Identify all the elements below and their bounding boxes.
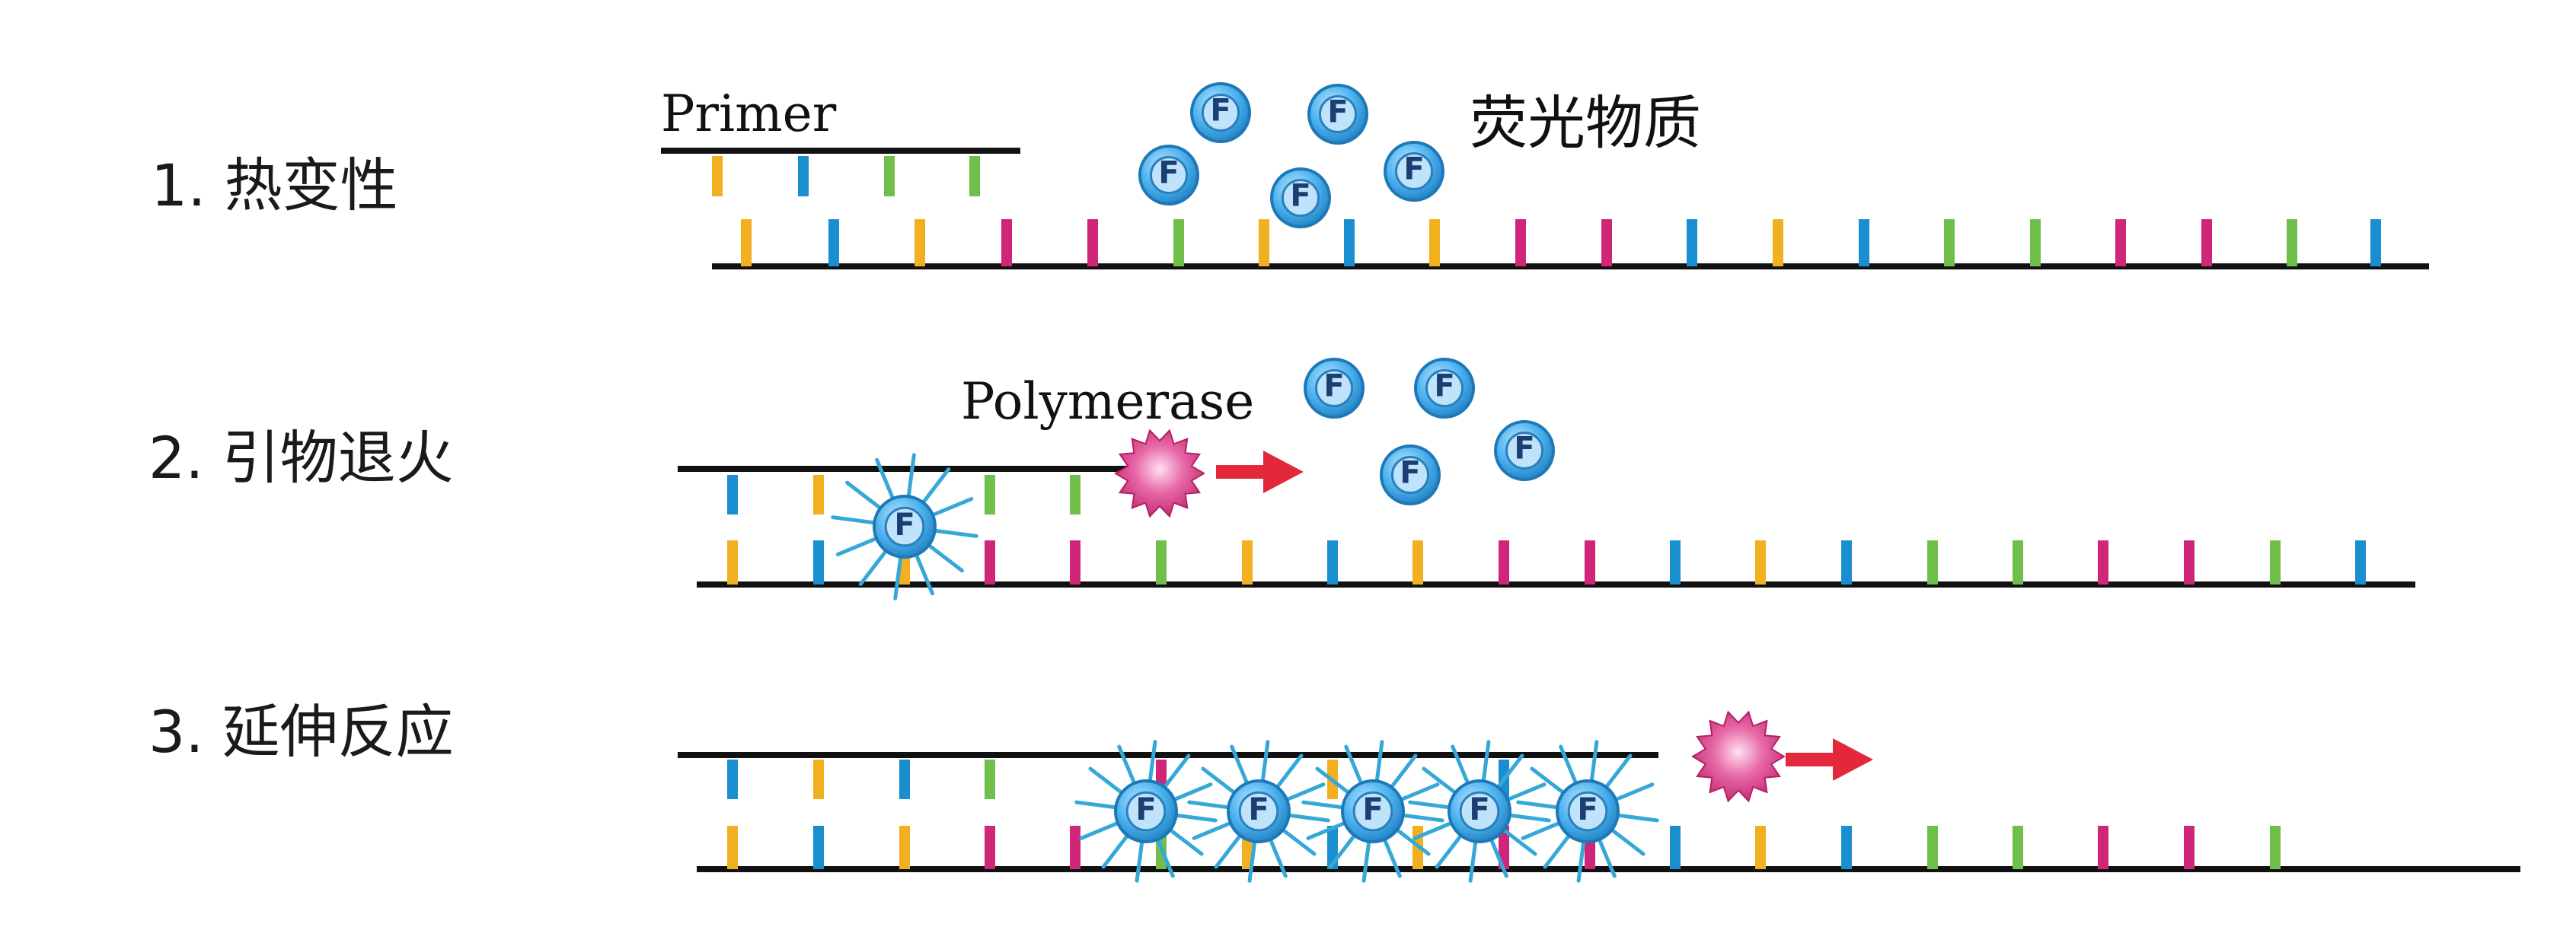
direction-arrow-icon [1216,451,1304,493]
fluorophore-icon: F [1380,444,1441,505]
svg-text:F: F [894,508,915,543]
svg-text:F: F [1323,369,1344,404]
fluorophore-icon: F [1114,779,1178,843]
svg-text:F: F [1135,792,1156,827]
fluorophore-icon: F [873,495,937,559]
fluorophore-icon: F [1341,779,1405,843]
primer-label: Primer [661,84,837,143]
step-3-label: 3. 延伸反应 [148,698,454,766]
fluorophore-icon: F [1304,358,1365,419]
fluorophore-icon: F [1494,420,1555,481]
fluorophore-icon: F [1270,167,1331,228]
fluorophore-icon: F [1227,779,1291,843]
svg-text:F: F [1577,792,1598,827]
step-1-label: 1. 热变性 [151,151,398,219]
svg-text:F: F [1158,156,1179,191]
polymerase-icon [1691,710,1786,803]
svg-text:F: F [1434,369,1454,404]
svg-text:F: F [1403,152,1424,187]
fluorophore-icon: F [1556,779,1620,843]
svg-text:F: F [1210,94,1231,129]
fluorophore-icon: F [1307,84,1368,145]
fluorophore-icon: F [1384,141,1444,202]
fluorophore-icon: F [1190,82,1251,143]
fluorophore-icon: F [1414,358,1475,419]
fluorescent-substance-label: 荧光物质 [1470,89,1701,157]
polymerase-label: Polymerase [961,372,1254,431]
polymerases [1114,428,1873,803]
fluorophore-icon: F [1448,779,1511,843]
polymerase-icon [1114,428,1205,518]
svg-text:F: F [1248,792,1269,827]
svg-text:F: F [1362,792,1383,827]
svg-text:F: F [1469,792,1489,827]
svg-text:F: F [1290,179,1310,214]
fluorophore-icon: F [1138,145,1199,205]
svg-text:F: F [1400,456,1420,491]
step-2-label: 2. 引物退火 [148,424,454,492]
direction-arrow-icon [1786,738,1873,781]
dna-strands [661,148,2520,872]
svg-text:F: F [1327,95,1348,130]
svg-text:F: F [1514,432,1534,467]
